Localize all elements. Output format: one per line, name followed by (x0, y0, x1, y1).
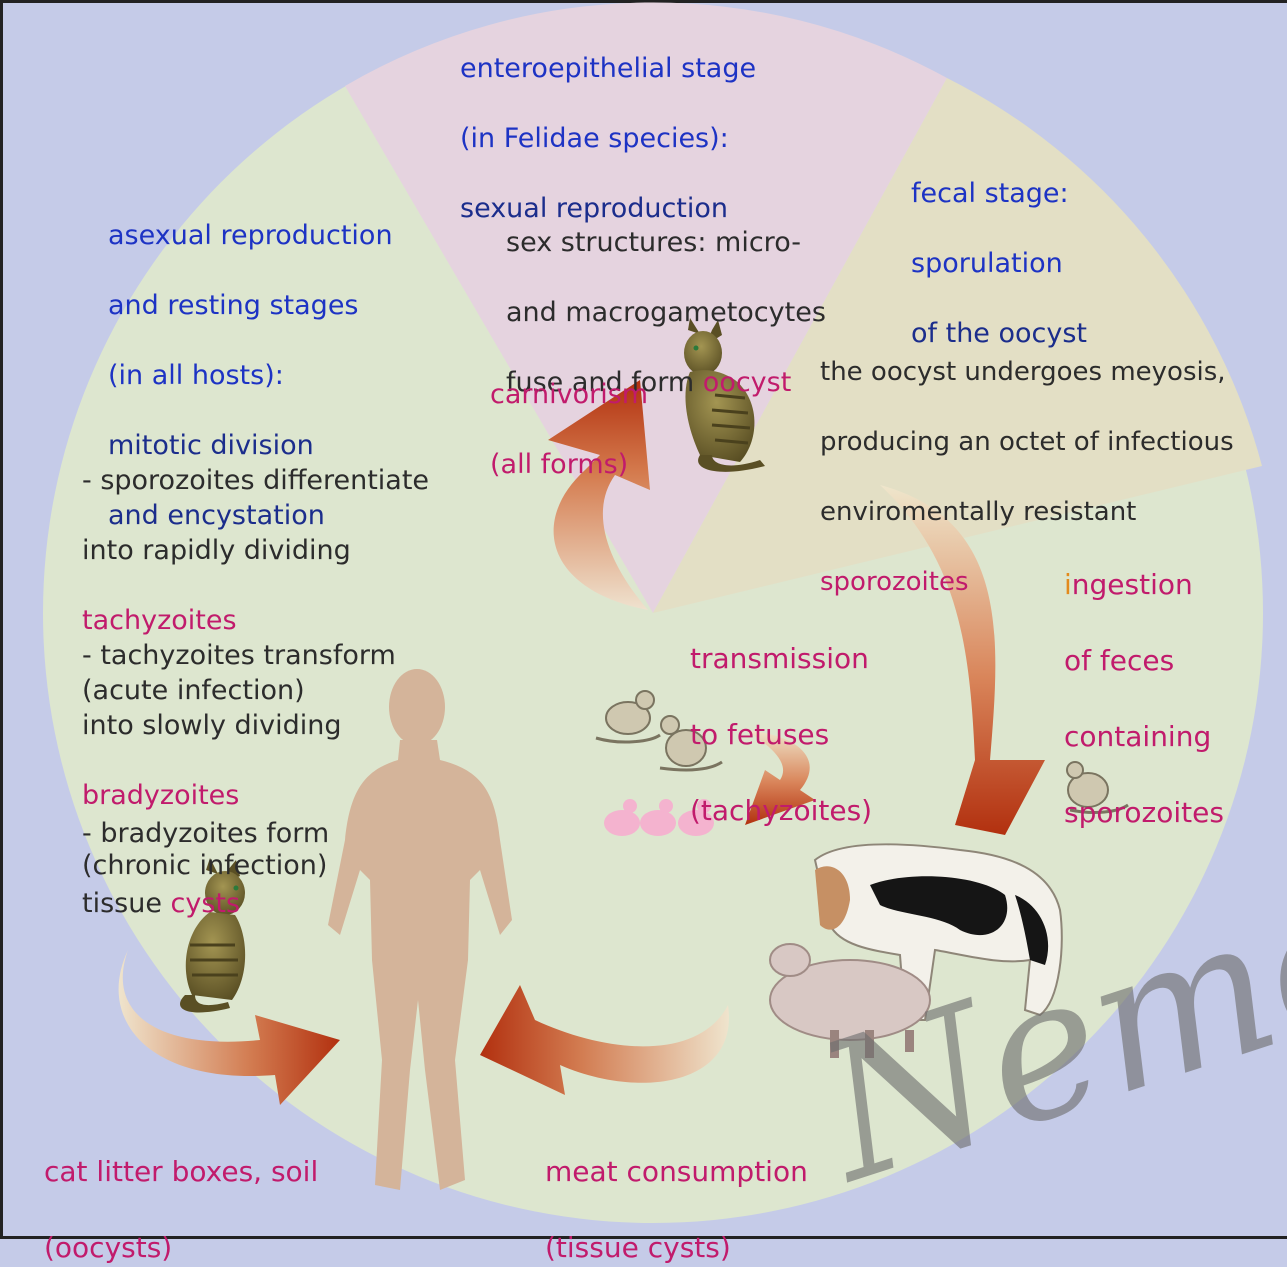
note-line: - bradyzoites form (82, 818, 329, 849)
term-oocyst: oocyst (703, 367, 792, 398)
note-line: - tachyzoites transform (82, 640, 396, 671)
route-line: (oocysts) (44, 1231, 172, 1264)
note-line: and macrogametocytes (506, 297, 826, 328)
note-line: producing an octet of infectious (820, 427, 1234, 457)
meat-consumption-label: meat consumption (tissue cysts) (545, 1115, 808, 1267)
heading-line: enteroepithelial stage (460, 53, 756, 84)
transmission-label: transmission to fetuses (tachyzoites) (690, 602, 872, 830)
note-line: - sporozoites differentiate (82, 465, 429, 496)
heading-line: asexual reproduction (108, 220, 393, 251)
heading-line: fecal stage: (911, 178, 1069, 209)
heading-line: (in Felidae species): (460, 123, 729, 154)
route-line: (tissue cysts) (545, 1231, 731, 1264)
route-line: (all forms) (490, 449, 628, 480)
heading-line: and resting stages (108, 290, 359, 321)
note-line: sex structures: micro- (506, 227, 801, 258)
term-sporozoites: sporozoites (820, 567, 969, 597)
route-line: carnivorism (490, 379, 648, 410)
route-line: to fetuses (690, 718, 829, 751)
carnivorism-label: carnivorism (all forms) (490, 342, 648, 482)
note-line: the oocyst undergoes meyosis, (820, 357, 1226, 387)
route-line: of feces (1064, 644, 1174, 677)
note-line: enviromentally resistant (820, 497, 1136, 527)
route-line: cat litter boxes, soil (44, 1155, 318, 1188)
route-line: (tachyzoites) (690, 794, 872, 827)
heading-line: sporulation (911, 248, 1063, 279)
term-cysts: cysts (171, 888, 241, 919)
first-letter: i (1064, 568, 1072, 601)
heading-line: (in all hosts): (108, 360, 284, 391)
route-line: meat consumption (545, 1155, 808, 1188)
route-line: ngestion (1072, 568, 1193, 601)
route-line: transmission (690, 642, 869, 675)
cat-litter-label: cat litter boxes, soil (oocysts) (44, 1115, 318, 1267)
route-line: sporozoites (1064, 796, 1224, 829)
route-line: containing (1064, 720, 1211, 753)
note-line: tissue (82, 888, 171, 919)
note-line: into rapidly dividing (82, 535, 351, 566)
note-line: into slowly dividing (82, 710, 342, 741)
bradyzoites-note: - bradyzoites form tissue cysts (82, 781, 329, 921)
ingestion-label: ingestion of feces containing sporozoite… (1064, 528, 1224, 832)
